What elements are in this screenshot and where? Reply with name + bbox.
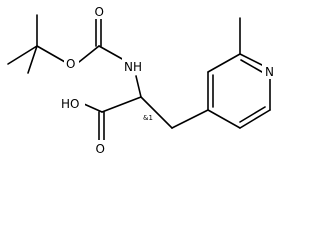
- bond-quaternary-to-o: [36, 45, 66, 63]
- molecule-structure: O O NH HO O N &1: [7, 4, 278, 156]
- bond-o-to-carbonyl-c: [78, 45, 100, 63]
- bond-alpha-to-ch2: [140, 96, 173, 129]
- bond-methyl-bottom: [27, 45, 38, 74]
- atom-o-acid: O: [96, 142, 105, 156]
- atom-n-pyridine: N: [265, 65, 274, 79]
- atom-labels: O O NH HO O N &1: [60, 4, 278, 156]
- ring-bond-c6-c5-inner: [239, 106, 266, 123]
- bond-methyl-left: [7, 45, 38, 65]
- bond-n-to-alpha-c: [135, 75, 142, 98]
- ring-bond-c6-c5: [239, 109, 271, 129]
- mask-o-carbonyl: [92, 4, 106, 19]
- mask-o-ester: [64, 56, 79, 71]
- atom-nh: NH: [124, 60, 142, 74]
- ring-bond-c3-c2: [207, 53, 241, 73]
- ring-bond-c2-n: [239, 53, 265, 67]
- bond-carboxyl-to-oh: [83, 103, 103, 113]
- bond-alpha-to-carboxyl: [101, 96, 142, 113]
- carbamate-group: [78, 18, 125, 63]
- stereo-label: &1: [143, 114, 153, 122]
- amino-acid-core: [83, 75, 209, 141]
- mask-oh: [60, 95, 85, 111]
- ring-bond-c2-n-inner: [240, 59, 263, 73]
- atom-o-ester: O: [66, 57, 75, 71]
- mask-nh: [122, 58, 148, 74]
- pyridine-ring: [207, 17, 271, 129]
- mask-o-acid: [94, 140, 109, 156]
- bond-ch2-to-ring: [171, 109, 209, 129]
- tert-butyl-group: [7, 14, 66, 74]
- atom-o-carbonyl: O: [95, 5, 104, 19]
- bond-carbonyl-c-to-n: [98, 45, 125, 61]
- ring-bond-c5-c4: [207, 109, 241, 129]
- atom-oh: HO: [61, 97, 79, 111]
- mask-n-pyridine: [262, 64, 278, 79]
